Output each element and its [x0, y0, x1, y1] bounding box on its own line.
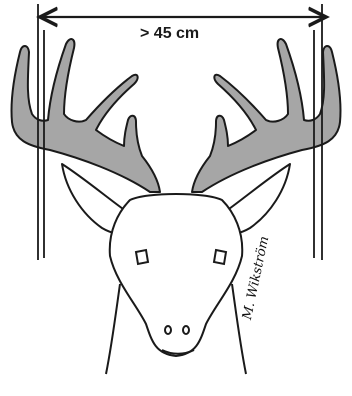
- left-antler: [11, 39, 160, 192]
- right-antler: [192, 39, 341, 192]
- face: [110, 194, 243, 356]
- left-eye-icon: [136, 250, 148, 264]
- measurement-label: > 45 cm: [138, 25, 201, 43]
- right-eye-icon: [214, 250, 226, 264]
- neck-left: [106, 284, 120, 374]
